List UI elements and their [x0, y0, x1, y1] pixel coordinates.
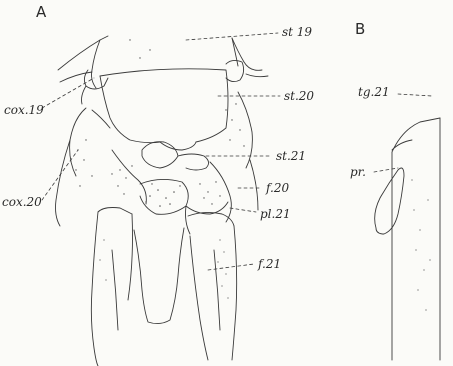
femur-21-left [91, 208, 132, 366]
label-f21: f.21 [258, 258, 281, 270]
panel-label-b: B [355, 22, 365, 37]
prosternal-lobe [375, 168, 404, 234]
panel-label-a: A [36, 5, 46, 20]
pleurite-21 [186, 202, 229, 234]
label-tg21: tg.21 [358, 86, 390, 98]
leader-f21 [208, 264, 254, 270]
leader-pl21 [230, 208, 256, 212]
label-pr: pr. [350, 166, 366, 178]
panel-b-body [392, 118, 440, 360]
leader-pr [374, 168, 398, 172]
stippling [75, 39, 430, 310]
label-st19: st 19 [282, 26, 312, 38]
leader-cox19 [42, 78, 94, 108]
right-upper-tab [226, 60, 244, 81]
label-pl21: pl.21 [260, 208, 291, 220]
sternite-21 [142, 142, 209, 170]
label-cox19: cox.19 [4, 104, 44, 116]
label-cox20: cox.20 [2, 196, 42, 208]
leader-cox20 [42, 150, 78, 200]
leader-tg21 [398, 94, 432, 96]
leader-lines [42, 33, 432, 270]
central-lobe [134, 228, 184, 324]
femur-20-mass [112, 150, 231, 222]
label-st20: st.20 [284, 90, 314, 102]
label-f20: f.20 [266, 182, 289, 194]
label-st21: st.21 [276, 150, 306, 162]
femur-21-right [188, 212, 237, 360]
sternite-20-plate [100, 69, 228, 150]
